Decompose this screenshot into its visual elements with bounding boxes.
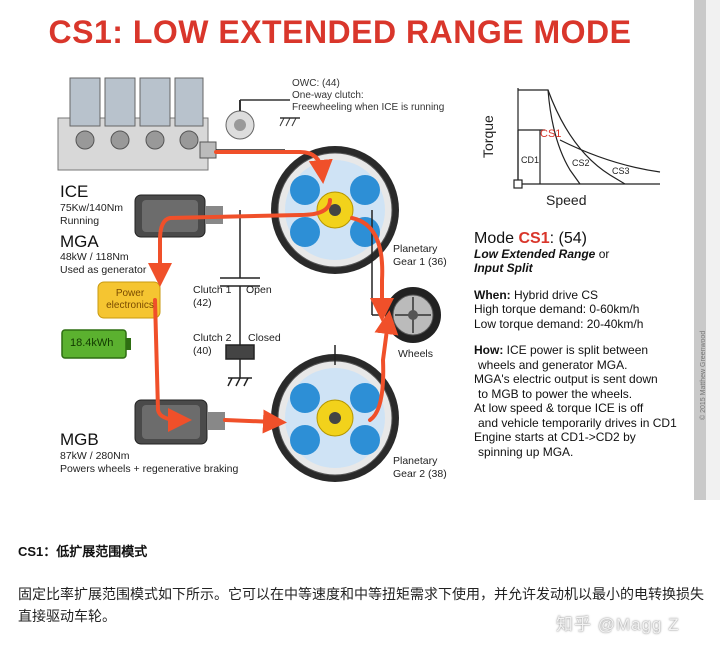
slide: CS1: LOW EXTENDED RANGE MODE (48, 0, 720, 500)
clutch2-state: Closed (248, 332, 281, 344)
mga-name: MGA (60, 232, 99, 251)
how-line2: wheels and generator MGA. (478, 357, 628, 372)
slide-title: CS1: LOW EXTENDED RANGE MODE (48, 14, 632, 50)
clutch1-num: (42) (193, 297, 212, 309)
planetary1-line1: Planetary (393, 243, 438, 255)
how-line5: At low speed & torque ICE is off (474, 401, 644, 415)
ice-name: ICE (60, 182, 89, 201)
side-vertical-credit: © 2015 Matthew Greenwood (700, 330, 707, 420)
when-line2: High torque demand: 0-60km/h (474, 302, 640, 316)
mode-description: Mode CS1: (54) Low Extended Range or Inp… (474, 230, 694, 459)
mgb-name: MGB (60, 430, 99, 449)
ice-spec-value: 75Kw/140Nm (60, 202, 124, 214)
graph-cs3-label: CS3 (612, 166, 630, 176)
graph-cs1-label: CS1 (540, 128, 562, 140)
clutch2-label: Clutch 2 (40) (193, 332, 232, 358)
owc-gear-icon (225, 99, 300, 140)
ice-engine-illustration (57, 77, 217, 171)
power-flow-arrows (148, 150, 399, 434)
powertrain-diagram (57, 77, 661, 482)
power-electronics-label: Power electronics (106, 288, 154, 311)
when-text: Hybrid drive CS (510, 287, 599, 302)
planetary2-line1: Planetary (393, 455, 438, 467)
wheel-icon (385, 287, 441, 343)
graph-cd1-label: CD1 (521, 155, 540, 165)
wheels-label: Wheels (398, 348, 434, 360)
mode-prefix: Mode (474, 230, 519, 247)
clutch2-name: Clutch 2 (193, 332, 232, 344)
watermark: 知乎 @Magg Z (556, 615, 680, 634)
when-line3: Low torque demand: 20-40km/h (474, 316, 644, 331)
mode-sub2: Input Split (474, 261, 533, 275)
clutch1-name: Clutch 1 (193, 284, 232, 296)
graph-cs2-label: CS2 (572, 158, 590, 168)
planetary1-label: Planetary Gear 1 (36) (393, 243, 447, 269)
clutch2-num: (40) (193, 345, 212, 357)
owc-line2: One-way clutch: (292, 90, 364, 101)
mgb-spec-value: 87kW / 280Nm (60, 450, 130, 462)
planetary-gear-1 (271, 146, 399, 274)
planetary2-line2: Gear 2 (38) (393, 468, 447, 480)
mode-title: Mode CS1: (54) (474, 230, 694, 247)
how-line7: Engine starts at CD1->CD2 by (474, 430, 636, 444)
article-paragraph: 固定比率扩展范围模式如下所示。它可以在中等速度和中等扭矩需求下使用，并允许发动机… (18, 586, 704, 624)
how-line4: to MGB to power the wheels. (478, 386, 633, 401)
planetary-gear-2 (271, 354, 399, 482)
battery-label: 18.4kWh (70, 337, 114, 349)
planetary2-label: Planetary Gear 2 (38) (393, 455, 447, 481)
scrollbar-track[interactable] (694, 0, 706, 500)
scrollbar-gutter (706, 0, 720, 500)
clutch1-state: Open (246, 284, 272, 296)
graph-xlabel: Speed (546, 192, 587, 208)
planetary1-line2: Gear 1 (36) (393, 256, 447, 268)
article-heading: CS1：低扩展范围模式 (18, 544, 148, 559)
mode-code: CS1 (518, 230, 550, 247)
how-text: ICE power is split between (503, 343, 649, 357)
mga-role: Used as generator (60, 264, 147, 276)
ice-spec: 75Kw/140Nm Running (60, 202, 123, 228)
ice-state: Running (60, 215, 100, 227)
torque-speed-graph (513, 88, 661, 189)
mode-num: : (54) (549, 230, 587, 247)
owc-line3: Freewheeling when ICE is running (292, 102, 445, 113)
mode-sub1: Low Extended Range (474, 246, 596, 261)
mgb-spec: 87kW / 280Nm Powers wheels + regenerativ… (60, 450, 238, 476)
owc-line1: OWC: (44) (292, 78, 340, 89)
article-section (0, 500, 720, 655)
power-electronics-box (97, 281, 161, 319)
mga-spec: 48kW / 118Nm Used as generator (60, 251, 146, 277)
how-line8: spinning up MGA. (478, 444, 574, 459)
how-label: How: (474, 343, 504, 357)
how-line6: and vehicle temporarily drives in CD1 (478, 415, 677, 430)
mga-spec-value: 48kW / 118Nm (60, 251, 129, 263)
when-label: When: (474, 287, 511, 302)
battery-icon (61, 329, 131, 359)
owc-label: OWC: (44) One-way clutch: Freewheeling w… (292, 78, 444, 114)
mgb-role: Powers wheels + regenerative braking (60, 463, 239, 475)
mode-sub-or: or (595, 246, 610, 261)
clutch1-label: Clutch 1 (42) (193, 284, 232, 310)
how-line3: MGA's electric output is sent down (474, 372, 658, 386)
graph-ylabel: Torque (480, 115, 496, 158)
